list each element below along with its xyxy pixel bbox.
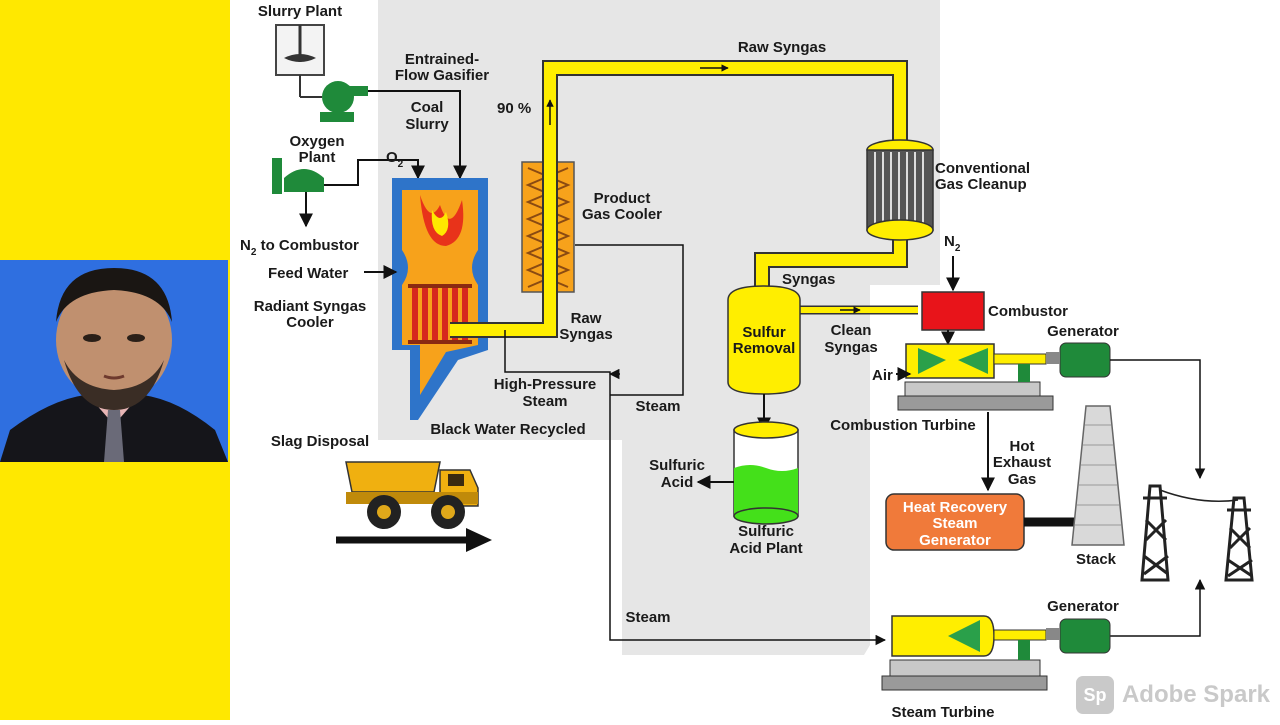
label-90-percent: 90 % xyxy=(497,100,531,117)
igcc-process-diagram: Slurry Plant Entrained- Flow Gasifier Co… xyxy=(230,0,1280,721)
label-conventional: Conventional xyxy=(935,160,1030,177)
adobe-spark-logo-icon: Sp xyxy=(1075,676,1114,714)
transmission-tower-right xyxy=(1224,496,1254,582)
label-air: Air xyxy=(872,367,893,384)
sulfuric-acid-plant-tank xyxy=(733,421,799,525)
label-steam-a: Steam xyxy=(635,398,680,415)
label-entrained-2: Flow Gasifier xyxy=(395,67,489,84)
label-slurry-plant: Slurry Plant xyxy=(258,3,342,20)
label-o2: O2 xyxy=(386,149,404,170)
label-product: Product xyxy=(594,190,651,207)
transmission-tower-left xyxy=(1140,484,1170,582)
label-hot: Hot xyxy=(1010,438,1035,455)
steam-turbine-unit xyxy=(881,615,1111,691)
adobe-spark-watermark: Sp Adobe Spark xyxy=(1075,676,1270,714)
slurry-pump-icon xyxy=(320,81,368,122)
label-oxygen: Oxygen xyxy=(289,133,344,150)
radiant-cooler-tubes xyxy=(408,284,472,344)
label-entrained-1: Entrained- xyxy=(405,51,479,68)
label-hrsg-1: Heat Recovery xyxy=(903,499,1008,516)
label-gas: Gas xyxy=(1008,471,1036,488)
sulfur-removal-vessel xyxy=(727,285,801,395)
gasification-island-background xyxy=(378,0,940,655)
label-clean-syngas: Syngas xyxy=(824,339,877,356)
conventional-gas-cleanup-vessel xyxy=(866,139,934,241)
label-raw-syngas-top: Raw Syngas xyxy=(738,39,826,56)
label-stack: Stack xyxy=(1076,551,1117,568)
label-syngas: Syngas xyxy=(782,271,835,288)
label-radiant-2: Cooler xyxy=(286,314,334,331)
label-raw: Raw xyxy=(571,310,602,327)
adobe-spark-text: Adobe Spark xyxy=(1121,681,1270,708)
label-n2-to-combustor: N2 to Combustor xyxy=(240,237,359,258)
label-radiant-1: Radiant Syngas xyxy=(254,298,367,315)
label-clean: Clean xyxy=(831,322,872,339)
label-hrsg-3: Generator xyxy=(919,532,991,549)
label-combustor: Combustor xyxy=(988,303,1068,320)
label-syngas-raw: Syngas xyxy=(559,326,612,343)
label-n2-top: N2 xyxy=(944,233,961,254)
label-black-water: Black Water Recycled xyxy=(430,421,585,438)
slurry-plant-icon xyxy=(275,24,325,76)
generator-1-icon xyxy=(1046,342,1111,378)
label-coal: Coal xyxy=(411,99,444,116)
label-sulfur: Sulfur xyxy=(742,324,785,341)
label-feed-water: Feed Water xyxy=(268,265,348,282)
label-generator-1: Generator xyxy=(1047,323,1119,340)
oxygen-plant-icon xyxy=(272,158,324,194)
generator-2-icon xyxy=(1046,618,1111,654)
label-exhaust: Exhaust xyxy=(993,454,1051,471)
label-hp-steam: Steam xyxy=(522,393,567,410)
label-acid-plant: Acid Plant xyxy=(729,540,802,557)
combustion-turbine-unit xyxy=(897,342,1111,411)
label-gas-cooler: Gas Cooler xyxy=(582,206,662,223)
label-slag-disposal: Slag Disposal xyxy=(271,433,369,450)
label-hrsg-2: Steam xyxy=(932,515,977,532)
label-sap-sulfuric: Sulfuric xyxy=(738,523,794,540)
label-plant: Plant xyxy=(299,149,336,166)
syngas-pipes xyxy=(450,60,918,338)
label-removal: Removal xyxy=(733,340,796,357)
combustor-box xyxy=(921,291,985,331)
label-steam-turbine: Steam Turbine xyxy=(891,704,994,720)
label-generator-2: Generator xyxy=(1047,598,1119,615)
label-steam-b: Steam xyxy=(625,609,670,626)
presenter-photo xyxy=(0,260,228,462)
label-sulfuric: Sulfuric xyxy=(649,457,705,474)
stack-chimney xyxy=(1071,405,1125,546)
label-acid: Acid xyxy=(661,474,694,491)
label-high-pressure: High-Pressure xyxy=(494,376,597,393)
label-slurry: Slurry xyxy=(405,116,449,133)
entrained-flow-gasifier xyxy=(392,178,488,420)
label-combustion-turbine: Combustion Turbine xyxy=(830,417,976,434)
slag-dump-truck-icon xyxy=(345,461,479,529)
label-gas-cleanup: Gas Cleanup xyxy=(935,176,1027,193)
